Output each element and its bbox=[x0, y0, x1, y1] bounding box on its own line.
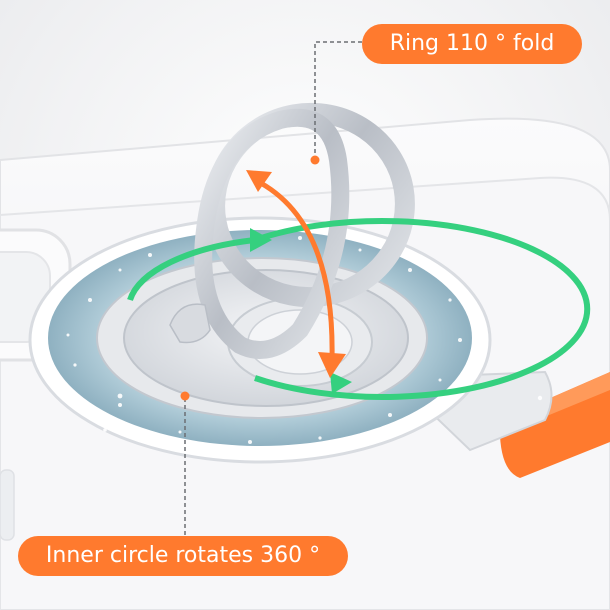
rotate-arrow-icon bbox=[127, 218, 591, 400]
fold-callout: Ring 110 ° fold bbox=[362, 24, 582, 64]
metal-ring-front bbox=[194, 108, 350, 359]
fold-leader-line bbox=[314, 41, 362, 158]
glitter-sparkles bbox=[66, 236, 543, 444]
ring-hinge bbox=[169, 303, 211, 344]
fold-arrow-icon bbox=[246, 170, 346, 378]
rotate-callout: Inner circle rotates 360 ° bbox=[18, 536, 348, 576]
side-button bbox=[0, 469, 15, 541]
